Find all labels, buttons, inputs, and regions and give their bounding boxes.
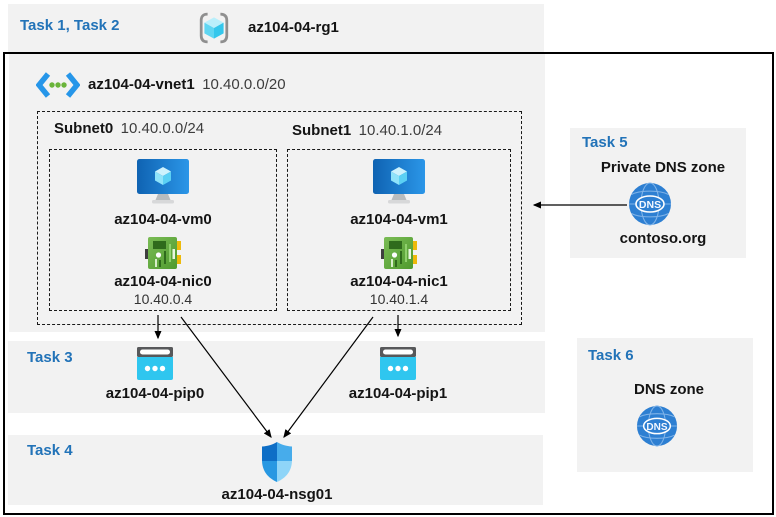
vnet-cidr: 10.40.0.0/20	[202, 76, 286, 93]
resource-group-icon	[198, 12, 230, 44]
vm1-name: az104-04-vm1	[350, 211, 448, 228]
dns-zone-icon: DNS	[636, 405, 678, 447]
subnet1-title: Subnet1 10.40.1.0/24	[292, 122, 442, 140]
task-1-2-label: Task 1, Task 2	[20, 17, 120, 34]
task3-label: Task 3	[27, 349, 73, 366]
nic0-ip: 10.40.0.4	[133, 291, 193, 307]
public-ip1-icon	[380, 347, 416, 380]
resource-group-name: az104-04-rg1	[248, 19, 339, 36]
vm1-icon	[372, 159, 426, 205]
pip1-name: az104-04-pip1	[348, 385, 448, 402]
subnets-outer-box: Subnet0 10.40.0.0/24	[37, 111, 522, 325]
task4-label: Task 4	[27, 442, 73, 459]
task6-box: Task 6 DNS zone DNS	[577, 338, 753, 472]
private-dns-icon-text: DNS	[639, 199, 661, 211]
nsg-group: az104-04-nsg01	[212, 442, 342, 503]
task5-box: Task 5 Private DNS zone DNS contoso.org	[570, 128, 746, 258]
pip0-name: az104-04-pip0	[105, 385, 205, 402]
nsg-name: az104-04-nsg01	[221, 486, 333, 503]
nic0-name: az104-04-nic0	[114, 273, 212, 290]
subnet1-box: az104-04-vm1	[287, 149, 511, 311]
task3-band: Task 3 az104-04-pip0	[8, 341, 545, 413]
task6-label: Task 6	[588, 347, 634, 364]
subnet0-cidr: 10.40.0.0/24	[120, 120, 205, 137]
nic1-ip: 10.40.1.4	[369, 291, 429, 307]
subnet1-name: Subnet1	[292, 122, 352, 139]
private-dns-zone-title: Private DNS zone	[600, 159, 726, 176]
private-dns-icon: DNS	[628, 182, 672, 226]
subnet0-name: Subnet0	[54, 120, 114, 137]
private-dns-zone-name: contoso.org	[619, 230, 707, 247]
vm0-icon	[136, 159, 190, 205]
nsg-shield-icon	[261, 442, 293, 482]
public-ip0-icon	[137, 347, 173, 380]
task5-label: Task 5	[582, 134, 628, 151]
pip0-group: az104-04-pip0	[90, 347, 220, 402]
subnet1-cidr: 10.40.1.0/24	[358, 122, 443, 139]
vm0-name: az104-04-vm0	[114, 211, 212, 228]
nic1-name: az104-04-nic1	[350, 273, 448, 290]
nic1-icon	[381, 236, 417, 270]
dns-zone-title: DNS zone	[633, 381, 704, 398]
subnet0-box: az104-04-vm0	[49, 149, 277, 311]
vnet-title: az104-04-vnet1 10.40.0.0/20	[88, 76, 286, 94]
nic0-icon	[145, 236, 181, 270]
vnet-name: az104-04-vnet1	[88, 76, 195, 93]
diagram-frame	[3, 52, 774, 515]
dns-zone-icon-text: DNS	[646, 422, 667, 433]
task4-band: Task 4 az104-04-nsg0	[8, 435, 543, 505]
vnet-container: az104-04-vnet1 10.40.0.0/20 Subnet0 10.4…	[9, 54, 545, 332]
resource-group-band: Task 1, Task 2 az104-04-rg1	[8, 4, 544, 52]
subnet0-title: Subnet0 10.40.0.0/24	[54, 120, 204, 138]
vnet-icon	[36, 72, 80, 98]
pip1-group: az104-04-pip1	[333, 347, 463, 402]
